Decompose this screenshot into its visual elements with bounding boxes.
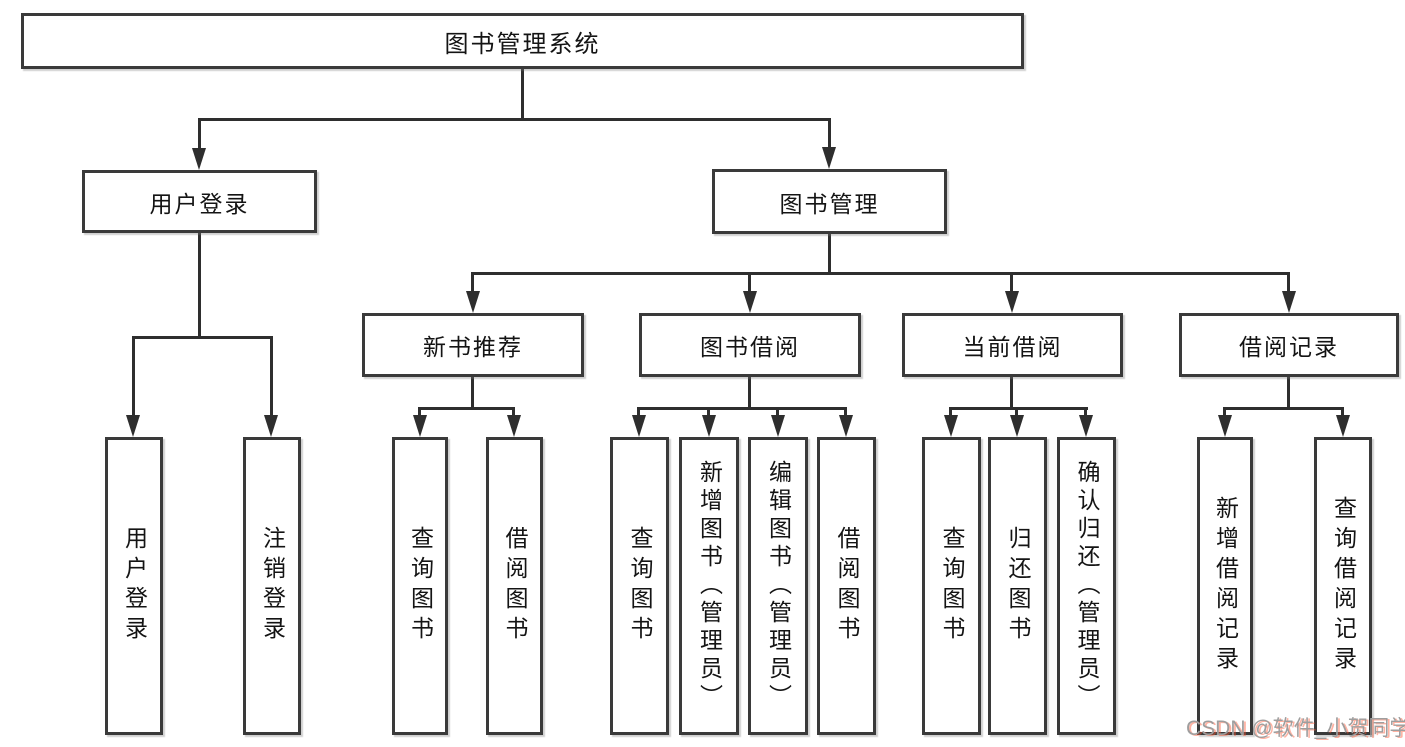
connector-records-bar [1223, 407, 1344, 410]
node-label: 图书管理系统 [444, 30, 601, 58]
leaf-user-login: 用户登录 [105, 437, 163, 735]
connector-leaf-shaft [707, 407, 710, 418]
arrow-down-icon [1005, 291, 1019, 313]
node-current-borrow: 当前借阅 [902, 313, 1123, 377]
arrow-down-icon [466, 291, 480, 313]
arrow-down-icon [839, 415, 853, 437]
leaf-borrow-books-recommend: 借阅图书 [486, 437, 543, 735]
csdn-watermark: CSDN @软件_小贺同学 [1186, 717, 1405, 740]
node-label: 查询图书 [407, 526, 434, 646]
node-label: 用户登录 [149, 190, 250, 217]
leaf-query-books-borrow: 查询图书 [610, 437, 669, 735]
connector-records-stem [1287, 377, 1290, 408]
node-borrow-records: 借阅记录 [1179, 313, 1399, 377]
connector-leaf-shaft [418, 407, 421, 418]
connector-leaf-shaft [844, 407, 847, 418]
node-root-system: 图书管理系统 [21, 13, 1024, 69]
connector-leaf-shaft [132, 336, 135, 418]
connector-leaf-shaft [270, 336, 273, 418]
connector-userlogin-shaft [198, 118, 201, 151]
connector-level3-shaft [1287, 272, 1290, 294]
connector-root-stem [521, 69, 524, 119]
leaf-confirm-return-admin: 确认归还（管理员） [1057, 437, 1116, 735]
connector-leaf-shaft [1084, 407, 1087, 418]
connector-userlogin-bar [132, 336, 273, 339]
connector-bookmgmt-stem [828, 234, 831, 274]
connector-borrow-stem [748, 377, 751, 408]
node-label: 查询图书 [627, 526, 653, 646]
node-label: 新增图书（管理员） [696, 460, 723, 712]
node-new-book-recommend: 新书推荐 [362, 313, 584, 377]
connector-leaf-shaft [776, 407, 779, 418]
node-label: 查询图书 [939, 526, 965, 646]
arrow-down-icon [1010, 415, 1024, 437]
connector-borrow-bar [637, 407, 847, 410]
arrow-down-icon [1336, 415, 1350, 437]
node-label: 图书借阅 [700, 334, 800, 360]
connector-current-bar [949, 407, 1088, 410]
arrow-down-icon [507, 415, 521, 437]
arrow-down-icon [126, 415, 140, 437]
connector-level3-shaft [1010, 272, 1013, 294]
arrow-down-icon [264, 415, 278, 437]
node-label: 注销登录 [259, 526, 286, 646]
node-book-borrow: 图书借阅 [639, 313, 861, 377]
leaf-add-books-admin: 新增图书（管理员） [679, 437, 739, 735]
node-user-login: 用户登录 [82, 170, 317, 233]
arrow-down-icon [413, 415, 427, 437]
node-label: 归还图书 [1005, 526, 1031, 646]
arrow-down-icon [944, 415, 958, 437]
arrow-down-icon [1079, 415, 1093, 437]
node-label: 借阅图书 [502, 526, 528, 646]
node-label: 新增借阅记录 [1212, 496, 1239, 676]
connector-leaf-shaft [512, 407, 515, 418]
arrow-down-icon [771, 415, 785, 437]
leaf-edit-books-admin: 编辑图书（管理员） [748, 437, 808, 735]
arrow-down-icon [702, 415, 716, 437]
connector-bookmgmt-shaft [828, 118, 831, 151]
node-label: 图书管理 [779, 190, 880, 217]
connector-newbook-stem [471, 377, 474, 408]
leaf-return-books: 归还图书 [988, 437, 1047, 735]
node-label: 查询借阅记录 [1330, 496, 1357, 676]
connector-leaf-shaft [1341, 407, 1344, 418]
node-label: 新书推荐 [423, 334, 523, 360]
connector-bookmgmt-bar [471, 272, 1290, 275]
connector-leaf-shaft [637, 407, 640, 418]
connector-level3-shaft [748, 272, 751, 294]
leaf-logout: 注销登录 [243, 437, 301, 735]
connector-current-stem [1010, 377, 1013, 408]
leaf-query-borrow-record: 查询借阅记录 [1314, 437, 1372, 735]
node-book-management: 图书管理 [712, 169, 947, 234]
node-label: 确认归还（管理员） [1074, 460, 1100, 712]
arrow-down-icon [632, 415, 646, 437]
node-label: 当前借阅 [962, 334, 1063, 360]
leaf-add-borrow-record: 新增借阅记录 [1197, 437, 1253, 735]
leaf-query-books-current: 查询图书 [922, 437, 981, 735]
arrow-down-icon [1218, 415, 1232, 437]
arrow-down-icon [1282, 291, 1296, 313]
leaf-borrow-books: 借阅图书 [817, 437, 876, 735]
connector-leaf-shaft [949, 407, 952, 418]
leaf-query-books-recommend: 查询图书 [392, 437, 448, 735]
connector-root-bar [198, 118, 831, 121]
connector-leaf-shaft [1015, 407, 1018, 418]
arrow-down-icon [743, 291, 757, 313]
connector-leaf-shaft [1223, 407, 1226, 418]
arrow-down-icon [822, 147, 836, 169]
node-label: 借阅图书 [834, 526, 860, 646]
connector-userlogin-stem [198, 233, 201, 337]
connector-newbook-bar [418, 407, 515, 410]
node-label: 用户登录 [121, 526, 148, 646]
connector-level3-shaft [471, 272, 474, 294]
arrow-down-icon [192, 148, 206, 170]
node-label: 编辑图书（管理员） [765, 460, 792, 712]
node-label: 借阅记录 [1239, 334, 1339, 360]
